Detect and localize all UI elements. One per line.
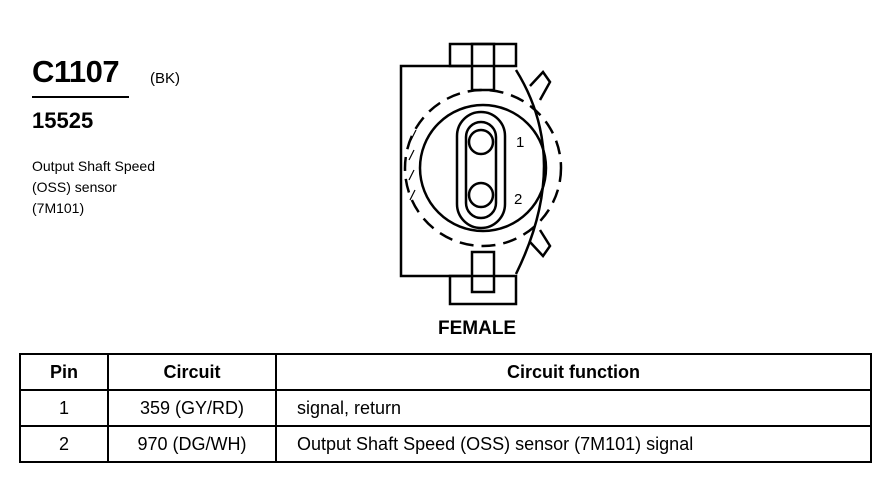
body-hatch-line bbox=[410, 129, 417, 141]
pin-1-cavity bbox=[467, 128, 495, 156]
body-hatch-line bbox=[409, 189, 416, 201]
body-hatch-line bbox=[408, 149, 415, 161]
top-latch-inner bbox=[470, 42, 496, 92]
cell-pin: 1 bbox=[19, 389, 109, 427]
cell-circuit-function: signal, return bbox=[275, 389, 872, 427]
cell-circuit-function: Output Shaft Speed (OSS) sensor (7M101) … bbox=[275, 425, 872, 463]
connector-id-underline bbox=[32, 96, 129, 98]
pin-housing-inner bbox=[464, 120, 498, 220]
part-number: 15525 bbox=[32, 108, 94, 133]
cell-circuit: 359 (GY/RD) bbox=[107, 389, 277, 427]
pinout-table: Pin Circuit Circuit function 1 359 (GY/R… bbox=[19, 353, 872, 463]
connector-face-diagram: 1 2 bbox=[399, 42, 563, 306]
connector-inner-circle bbox=[418, 103, 548, 233]
bottom-latch bbox=[448, 274, 518, 306]
cell-pin: 2 bbox=[19, 425, 109, 463]
top-latch bbox=[448, 42, 518, 68]
description-line-2: (OSS) sensor bbox=[32, 179, 117, 195]
pin-housing-outer bbox=[455, 110, 507, 230]
connector-body-outline bbox=[403, 88, 563, 248]
connector-description: Output Shaft Speed (OSS) sensor (7M101) bbox=[32, 156, 155, 219]
description-line-3: (7M101) bbox=[32, 200, 85, 216]
bottom-latch-inner bbox=[470, 250, 496, 294]
header-circuit-function: Circuit function bbox=[275, 353, 872, 391]
connector-rim bbox=[514, 69, 546, 275]
table-header-row: Pin Circuit Circuit function bbox=[19, 353, 872, 391]
table-row: 2 970 (DG/WH) Output Shaft Speed (OSS) s… bbox=[19, 425, 872, 463]
connector-color-code: (BK) bbox=[150, 70, 180, 87]
connector-id: C1107 bbox=[32, 54, 120, 89]
cell-circuit: 970 (DG/WH) bbox=[107, 425, 277, 463]
table-row: 1 359 (GY/RD) signal, return bbox=[19, 389, 872, 427]
connector-gender-label: FEMALE bbox=[438, 318, 517, 339]
connector-frame bbox=[399, 64, 470, 278]
header-circuit: Circuit bbox=[107, 353, 277, 391]
body-hatch-line bbox=[408, 169, 415, 181]
description-line-1: Output Shaft Speed bbox=[32, 158, 155, 174]
pin-2-label: 2 bbox=[514, 191, 522, 208]
pin-2-cavity bbox=[467, 181, 495, 209]
header-pin: Pin bbox=[19, 353, 109, 391]
pin-1-label: 1 bbox=[516, 134, 524, 151]
lower-clip-tab bbox=[529, 229, 552, 258]
upper-clip-tab bbox=[529, 70, 552, 101]
